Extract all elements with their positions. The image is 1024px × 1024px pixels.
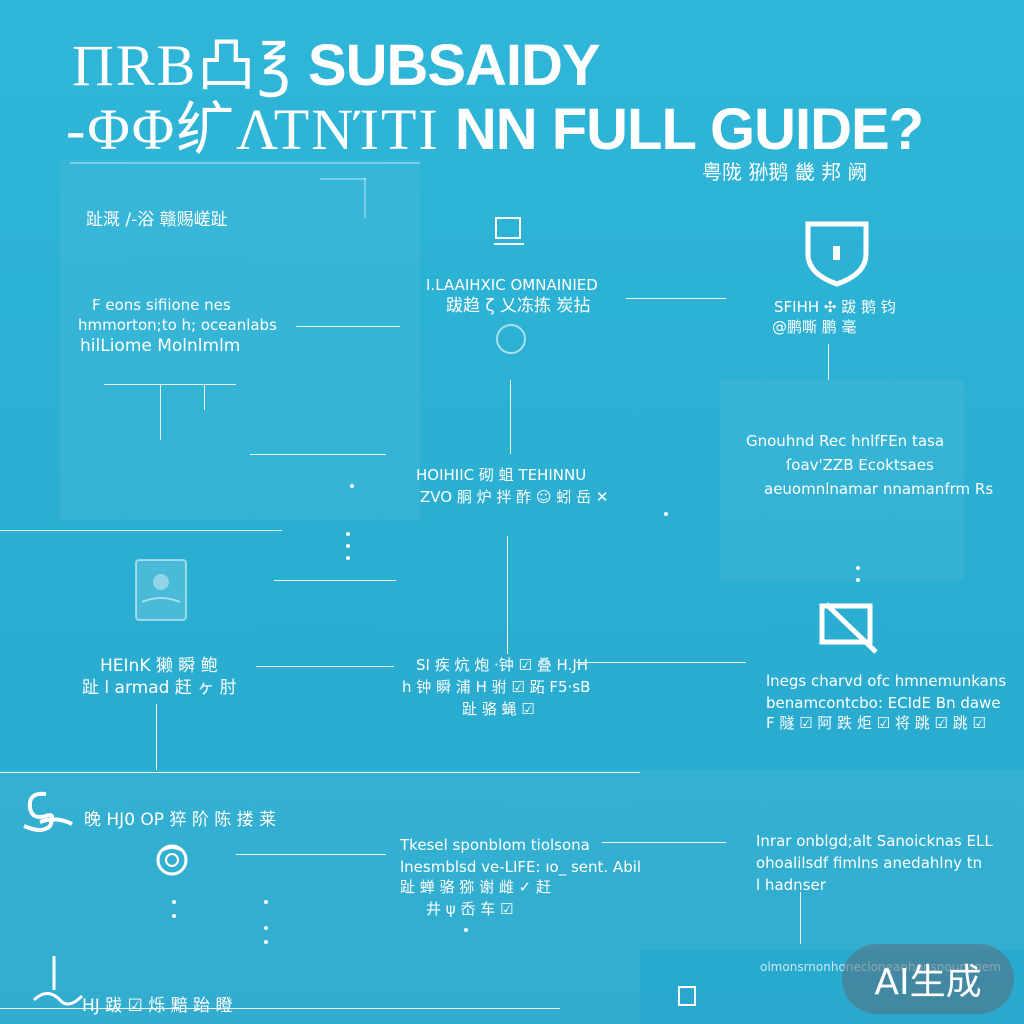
block-8-line-1: SI 疾 炕 炮 ·钟 ☑ 叠 H.JH [416,656,589,674]
block-9-line-2: benamcontcbo: ECIdE Bn dawe [766,694,1001,712]
block-11-line-2: lnesmblsd ve-LIFE: ıo_ sent. Abil [400,858,642,876]
monitor-icon [494,217,524,245]
trail-dot [346,544,350,548]
trail-dot [172,914,176,918]
block-7-line-2: 趾 l armad 赶 ヶ 肘 [82,678,237,698]
connector-line [364,178,366,218]
trail-dot [856,578,860,582]
trail-dot [350,484,354,488]
block-6-line-2: ZVO 胴 炉 拌 酢 ☺ 蚓 岳 ✕ [420,488,609,506]
block-7-line-1: HEInK 獭 瞬 鲍 [100,656,218,676]
headline-glyphs-2: -ΦΦ纩ΛΤΝΊΤΙ [66,97,440,162]
small-badge-icon [678,986,696,1006]
headline-line-2: -ΦΦ纩ΛΤΝΊΤΙ NN FULL GUIDE? [66,82,924,166]
block-5-line-3: aeuomnlnamar nnamanfrm Rs [764,480,994,498]
connector-line [800,892,801,944]
connector-line [70,162,420,164]
connector-line [250,454,386,455]
trail-dot [264,940,268,944]
block-11-line-1: Tkesel sponblom tiolsona [400,836,590,854]
flower-icon [156,844,188,876]
connector-line [0,530,282,531]
trail-dot [346,532,350,536]
block-13: HJ 跋 ☑ 烁 黯 跆 瞪 [82,996,233,1016]
connector-line [320,178,366,180]
block-3-line-1: I.LAAIHXIC OMNAINIED [426,276,598,294]
connector-line [274,580,396,581]
connector-line [602,842,726,843]
ai-generated-badge: AI生成 [842,944,1014,1014]
pen-icon [32,956,84,1006]
connector-line [828,344,829,380]
block-5-line-1: Gnouhnd Rec hnlfFEn tasa [746,432,945,450]
block-2-line-3: hilLiome Molnlmlm [80,336,241,356]
connector-line [104,384,236,385]
connector-line [296,326,400,327]
connector-line [576,662,746,663]
trail-dot [664,512,668,516]
connector-line [160,384,161,440]
bg-panel [720,380,964,580]
block-1: 趾溉 /-浴 赣赐嵯趾 [86,210,228,230]
trail-dot [856,566,860,570]
connector-line [156,704,157,770]
headline-title-2: NN FULL GUIDE? [454,97,924,162]
block-8-line-2: h 钟 瞬 浦 H 驸 ☑ 跖 F5·sB [402,678,591,696]
block-11-line-3: 趾 蝉 骆 猕 谢 雌 ✓ 赶 [400,878,551,896]
block-12-line-2: ohoalilsdf fimlns anedahlny tn [756,854,983,872]
headline-line-1: ΠRB凸℥ SUBSAIDY [72,18,601,102]
block-5-line-2: ſoav'ZZB Ecoktsaes [786,456,934,474]
block-12-line-1: Inrar onblgd;alt Sanoicknas ELL [756,832,993,850]
block-2-line-2: hmmorton;to h; oceanlabs [78,316,277,334]
trail-dot [464,928,468,932]
block-2-line-1: F eons sifiione nes [92,296,231,314]
block-8-line-3: 趾 骆 蝇 ☑ [462,700,535,718]
trail-dot [172,900,176,904]
bg-panel [60,160,420,520]
shield-icon [805,221,869,287]
connector-line [626,298,726,299]
headline-glyphs-1: ΠRB凸℥ [72,33,293,98]
block-4-line-1: SFIHH ✣ 跋 鹅 钧 [774,298,896,316]
block-3-line-2: 跋趋 ζ 乂冻拣 炭拈 [446,296,591,316]
connector-line [507,536,508,654]
block-12-line-3: l hadnser [756,876,826,894]
bg-panel [0,770,640,1024]
block-9-line-1: lnegs charvd ofc hmnemunkans [766,672,1007,690]
connector-line [0,1008,560,1009]
bg-panel [640,770,1024,950]
connector-line [236,854,386,855]
circle-marker-icon [496,324,526,354]
no-image-icon [819,602,878,654]
block-10: 晚 HJ0 OP 猝 阶 陈 搂 莱 [84,810,277,830]
block-6-line-1: HOIHIIC 砌 蛆 TEHINNU [416,466,587,484]
block-11-line-4: 井 ψ 岙 车 ☑ [426,900,514,918]
trail-dot [264,900,268,904]
headline-title-1: SUBSAIDY [307,33,601,98]
block-4-line-2: @鹏嘶 鹏 毫 [772,318,857,336]
book-icon [135,559,187,621]
subtitle: 粤陇 狲鹅 畿 邦 阙 [702,160,868,184]
signature-icon [23,791,73,832]
connector-line [256,666,394,667]
trail-dot [346,556,350,560]
block-9-line-3: F 隧 ☑ 阿 跌 炬 ☑ 将 跳 ☑ 跳 ☑ [766,714,986,732]
connector-line [0,772,640,773]
connector-line [204,384,205,410]
connector-line [510,380,511,454]
trail-dot [264,926,268,930]
